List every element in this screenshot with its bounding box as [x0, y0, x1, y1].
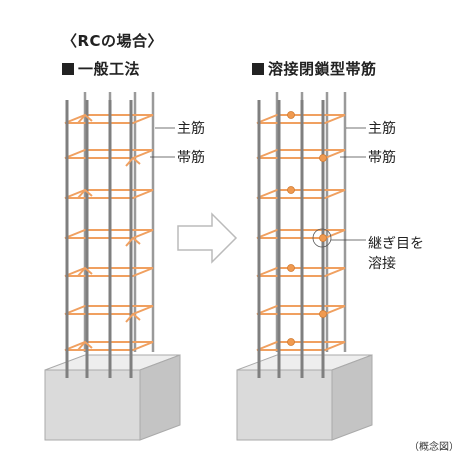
right-hoop-label: 帯筋	[368, 150, 396, 166]
right-heading: 溶接閉鎖型帯筋	[252, 58, 377, 79]
weld-label-line1: 継ぎ目を	[368, 236, 424, 252]
left-heading-text: 一般工法	[78, 60, 141, 78]
left-hoop-label: 帯筋	[177, 150, 205, 166]
weld-point	[319, 154, 327, 162]
arrow-right-icon	[177, 212, 238, 264]
hoop-hook	[77, 341, 93, 351]
base-side-face	[139, 354, 181, 441]
square-marker-icon	[62, 63, 74, 75]
footnote: （概念図）	[409, 442, 459, 453]
base-front-face	[44, 369, 141, 441]
base-side-face	[331, 354, 373, 441]
right-heading-text: 溶接閉鎖型帯筋	[268, 60, 377, 78]
weld-point	[287, 264, 295, 272]
base-front-face	[236, 369, 333, 441]
weld-point	[319, 310, 327, 318]
diagram-title: 〈RCの場合〉	[62, 32, 164, 50]
leader-lines	[150, 127, 366, 248]
arrow-shape	[177, 212, 238, 264]
weld-point	[287, 338, 295, 346]
left-column-illustration	[44, 92, 181, 441]
left-main-bar-label: 主筋	[177, 121, 205, 137]
right-main-bar-label: 主筋	[368, 121, 396, 137]
hoop-hook	[77, 267, 93, 277]
weld-point	[287, 111, 295, 119]
right-column-illustration	[236, 92, 373, 441]
left-heading: 一般工法	[62, 58, 140, 79]
weld-point	[319, 234, 327, 242]
weld-point	[287, 186, 295, 194]
weld-label-line2: 溶接	[368, 256, 396, 272]
square-marker-icon	[252, 63, 264, 75]
hoop-hook	[125, 237, 141, 247]
hoop-hook	[125, 313, 141, 323]
hoop-hook	[77, 189, 93, 199]
hoop-hook	[125, 157, 141, 167]
weld-highlight-circle	[312, 228, 332, 248]
hoop-hook	[77, 114, 93, 124]
